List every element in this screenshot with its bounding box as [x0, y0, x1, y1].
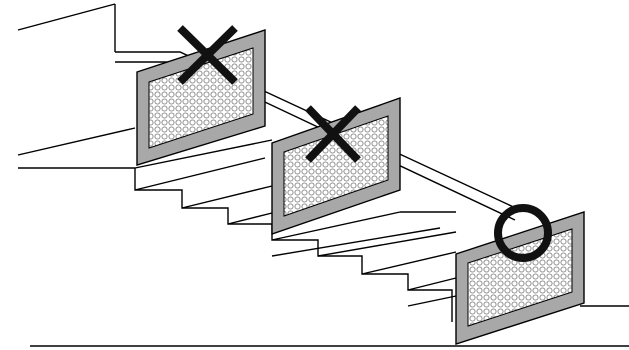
upper-wall [17, 3, 136, 169]
mesh-panel-middle [271, 97, 401, 235]
cross-mark-middle [305, 105, 361, 163]
mesh-panel-bottom [455, 211, 585, 345]
circle-mark-bottom [494, 204, 552, 262]
staircase [30, 139, 629, 347]
cross-mark-top [177, 25, 238, 85]
mesh-panel-top [136, 29, 266, 166]
